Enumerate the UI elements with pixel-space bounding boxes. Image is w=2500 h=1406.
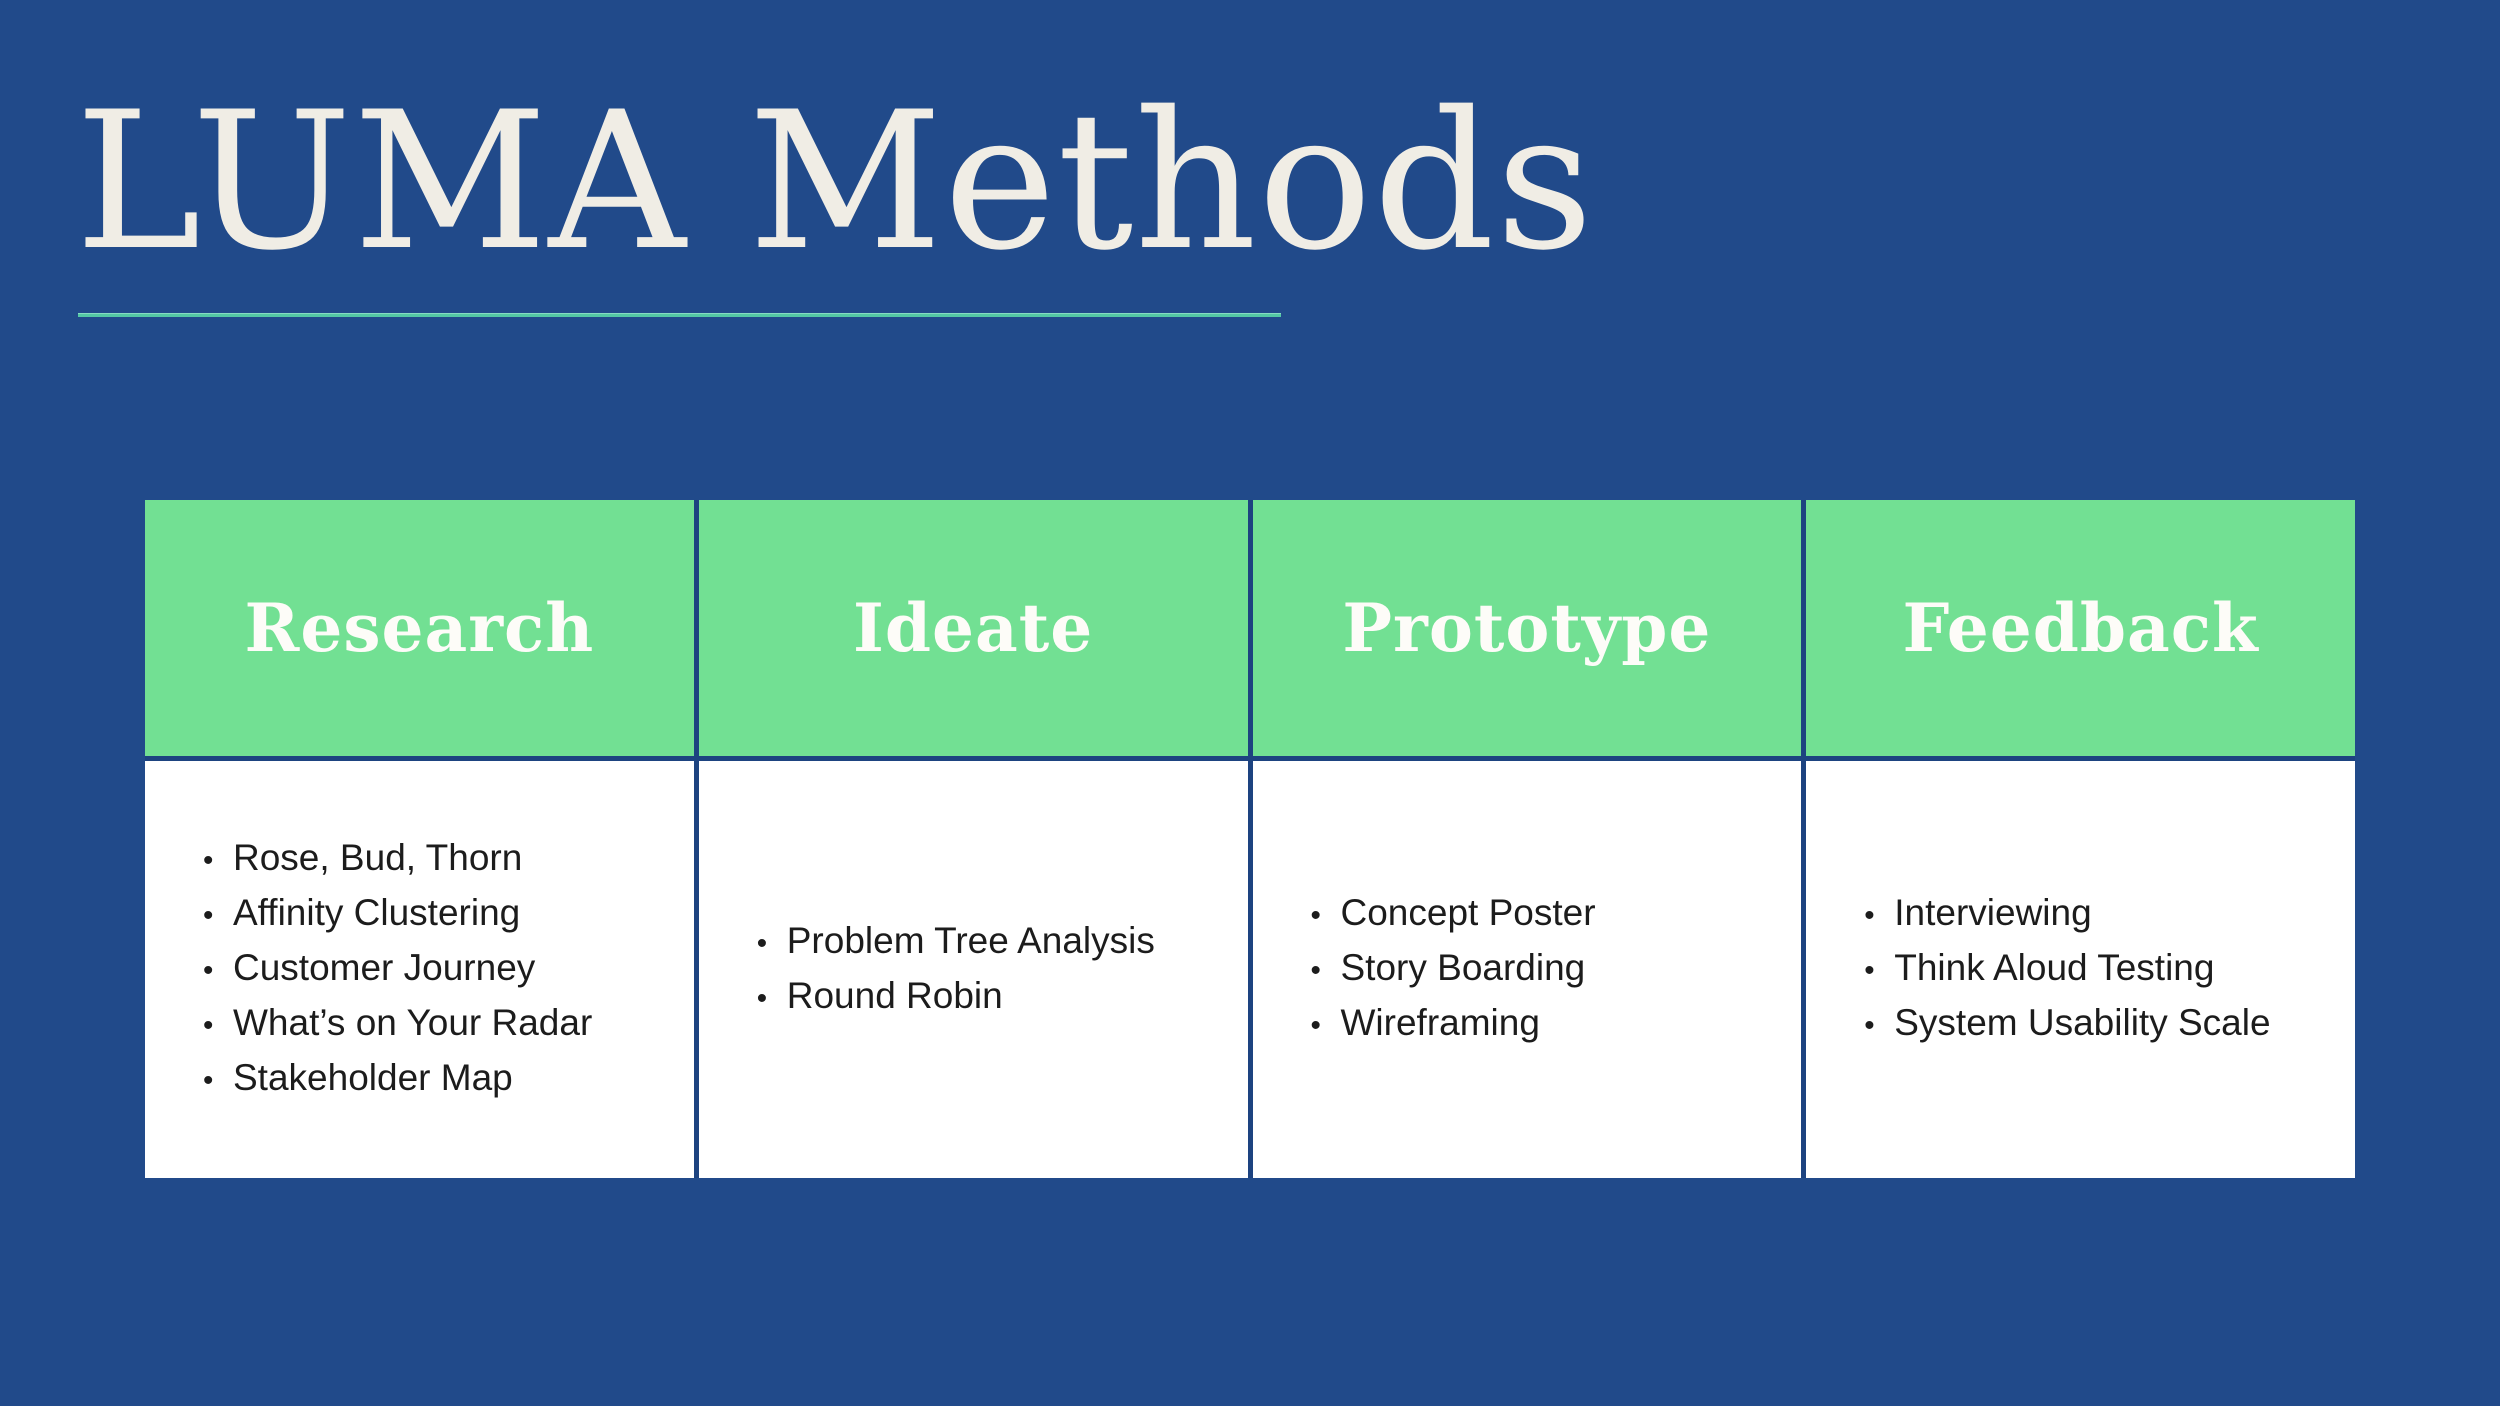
list-item: Rose, Bud, Thorn [203,832,670,887]
column-header: Prototype [1252,500,1802,756]
bullet-icon [1311,942,1341,997]
title-underline [78,313,1281,317]
column-header: Ideate [698,500,1248,756]
list-item-label: System Usability Scale [1894,1002,2271,1043]
methods-table: Research Rose, Bud, Thorn Affinity Clust… [145,500,2355,1178]
list-item-label: Think Aloud Testing [1894,947,2215,988]
list-item: Interviewing [1864,887,2331,942]
method-list: Interviewing Think Aloud Testing System … [1864,887,2331,1052]
bullet-icon [1311,997,1341,1052]
list-item: Story Boarding [1311,942,1778,997]
list-item-label: Affinity Clustering [233,892,521,933]
list-item-label: Interviewing [1894,892,2092,933]
list-item-label: Wireframing [1340,1002,1540,1043]
list-item-label: Story Boarding [1340,947,1586,988]
bullet-icon [203,997,233,1052]
list-item-label: Round Robin [786,974,1003,1016]
bullet-icon [757,970,787,1025]
method-list: Problem Tree Analysis Round Robin [757,915,1224,1025]
list-item: Think Aloud Testing [1864,942,2331,997]
column-header-label: Prototype [1342,589,1712,667]
column-body: Interviewing Think Aloud Testing System … [1806,761,2355,1178]
column-header-label: Feedback [1902,589,2259,667]
column-header-label: Ideate [852,589,1094,667]
column-header: Feedback [1806,500,2355,756]
list-item: Problem Tree Analysis [757,915,1224,970]
method-list: Concept Poster Story Boarding Wireframin… [1311,887,1778,1052]
method-column-research: Research Rose, Bud, Thorn Affinity Clust… [145,500,694,1178]
list-item-label: Rose, Bud, Thorn [233,837,523,878]
list-item: Stakeholder Map [203,1052,670,1107]
list-item-label: What’s on Your Radar [233,1002,593,1043]
bullet-icon [203,832,233,887]
bullet-icon [203,942,233,997]
method-column-prototype: Prototype Concept Poster Story Boarding … [1252,500,1802,1178]
bullet-icon [203,1052,233,1107]
list-item: System Usability Scale [1864,997,2331,1052]
bullet-icon [203,887,233,942]
column-body: Rose, Bud, Thorn Affinity Clustering Cus… [145,761,694,1178]
page-title: LUMA Methods [75,71,1595,292]
list-item: Concept Poster [1311,887,1778,942]
list-item: What’s on Your Radar [203,997,670,1052]
column-body: Concept Poster Story Boarding Wireframin… [1252,761,1802,1178]
bullet-icon [1864,942,1894,997]
list-item-label: Customer Journey [233,947,536,988]
bullet-icon [1864,997,1894,1052]
list-item-label: Stakeholder Map [233,1057,513,1098]
method-column-ideate: Ideate Problem Tree Analysis Round Robin [698,500,1248,1178]
bullet-icon [1311,887,1341,942]
method-column-feedback: Feedback Interviewing Think Aloud Testin… [1806,500,2355,1178]
list-item: Affinity Clustering [203,887,670,942]
bullet-icon [1864,887,1894,942]
list-item: Customer Journey [203,942,670,997]
column-header-label: Research [244,589,595,667]
list-item: Wireframing [1311,997,1778,1052]
method-list: Rose, Bud, Thorn Affinity Clustering Cus… [203,832,670,1107]
bullet-icon [757,915,787,970]
column-header: Research [145,500,694,756]
list-item-label: Concept Poster [1340,892,1596,933]
column-body: Problem Tree Analysis Round Robin [698,761,1248,1178]
list-item: Round Robin [757,970,1224,1025]
list-item-label: Problem Tree Analysis [786,919,1155,961]
